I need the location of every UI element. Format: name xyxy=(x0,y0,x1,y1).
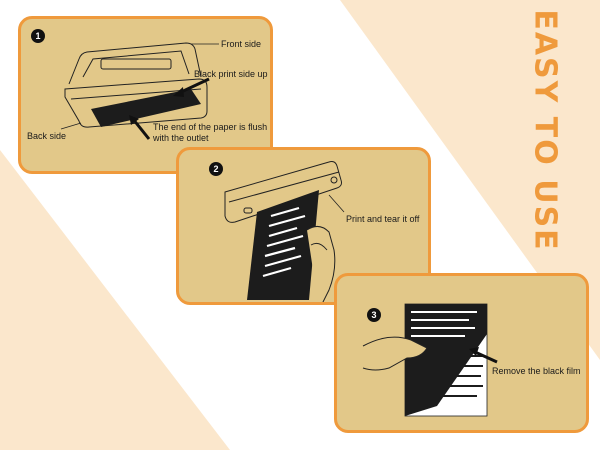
paper-end-label: The end of the paper is flush with the o… xyxy=(153,122,268,143)
hand xyxy=(362,336,428,371)
printer-body xyxy=(224,161,342,223)
step-number-badge: 2 xyxy=(209,162,223,176)
paper-sheet xyxy=(91,89,201,127)
band-left xyxy=(0,150,230,450)
back-side-label: Back side xyxy=(27,131,67,141)
band-right xyxy=(340,0,600,360)
easy-to-use-title: EASY TO USE xyxy=(527,8,563,252)
printed-paper xyxy=(247,190,319,300)
step-number-badge: 3 xyxy=(367,308,381,322)
remove-film-label: Remove the black film xyxy=(492,366,581,376)
black-print-side-label: Black print side up xyxy=(194,69,268,79)
step-3-panel: 3 Remove the black film xyxy=(334,273,589,433)
printer-lid xyxy=(68,42,202,85)
printer-tear-illustration xyxy=(224,161,345,302)
black-film xyxy=(405,304,487,416)
front-side-label: Front side xyxy=(221,39,262,49)
step-number-badge: 1 xyxy=(31,29,45,43)
hand xyxy=(306,226,336,302)
printer-open-illustration xyxy=(60,42,219,140)
print-tear-label: Print and tear it off xyxy=(346,214,420,224)
film-removal-illustration xyxy=(362,303,498,417)
